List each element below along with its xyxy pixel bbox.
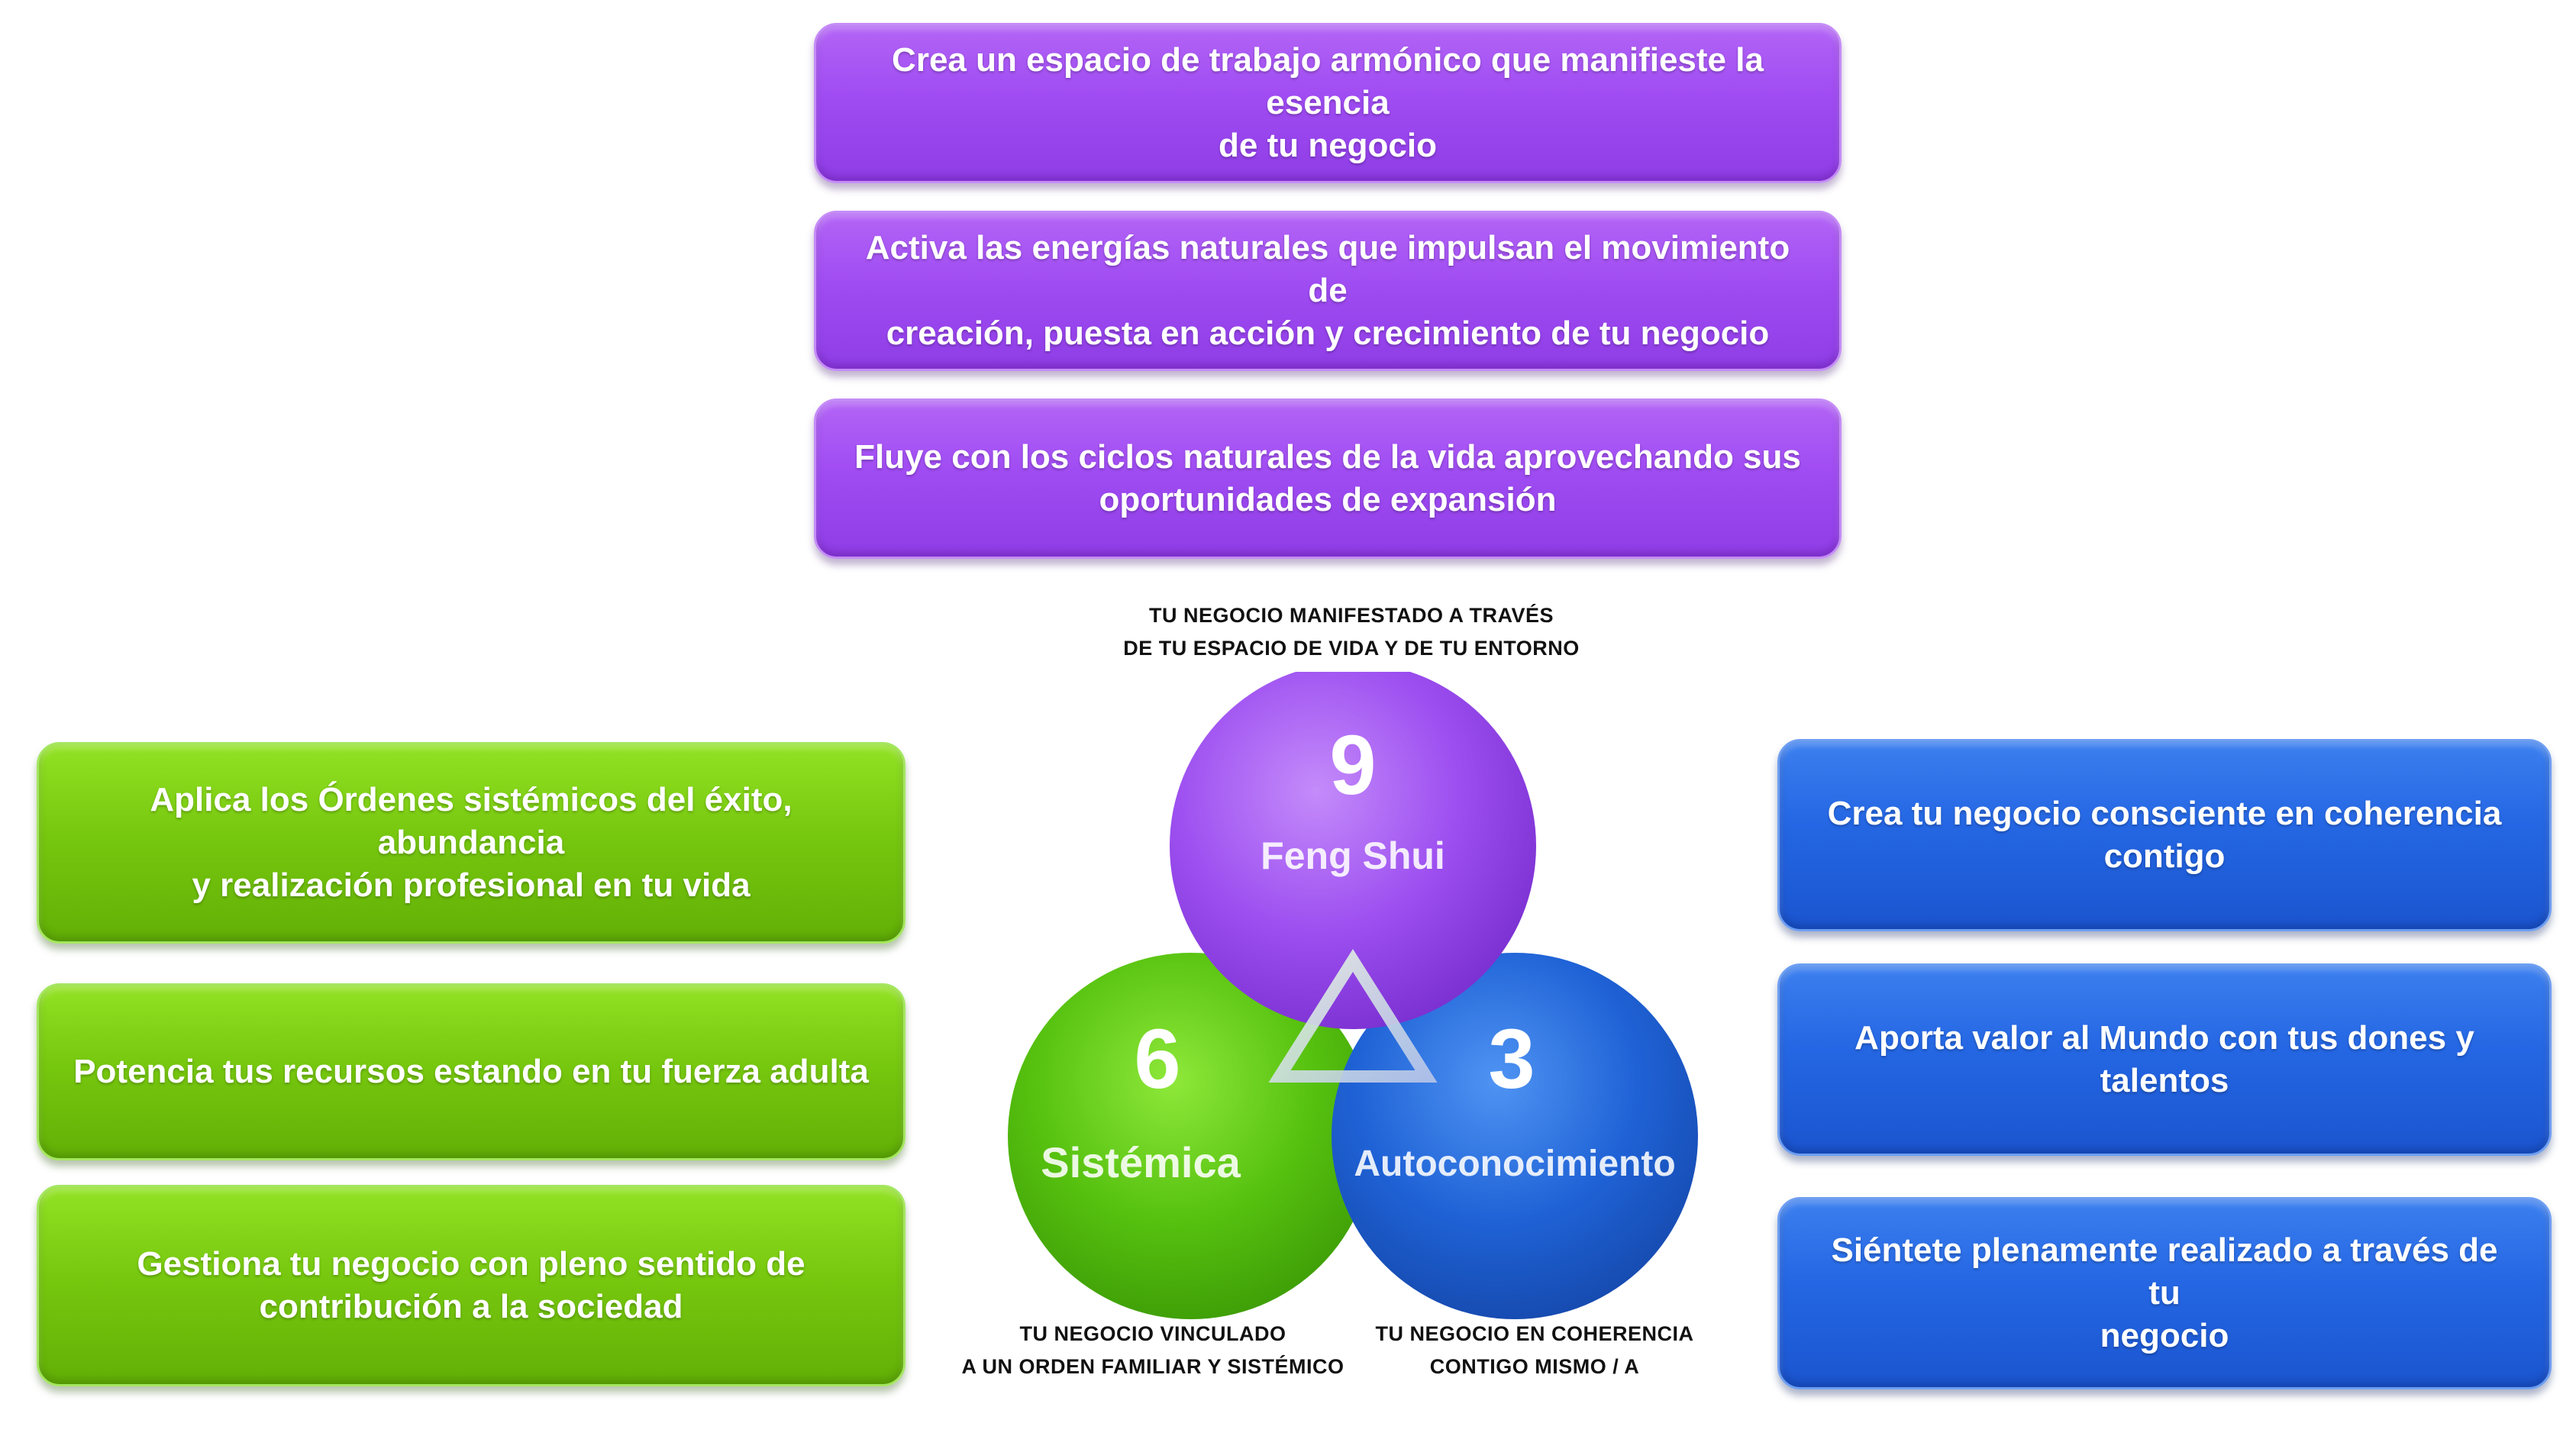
top-box-2-line2: creación, puesta en acción y crecimiento…	[886, 315, 1770, 353]
circle-sistemica	[1008, 953, 1374, 1319]
sistemica-number: 6	[1134, 1012, 1180, 1106]
right-box-3-line1: Siéntete plenamente realizado a través d…	[1831, 1231, 2498, 1312]
autoconocimiento-number: 3	[1488, 1012, 1535, 1106]
left-box-2: Potencia tus recursos estando en tu fuer…	[37, 983, 905, 1160]
feng-shui-label: Feng Shui	[1261, 834, 1445, 877]
right-box-1-line1: Crea tu negocio consciente en coherencia	[1827, 794, 2502, 832]
top-box-1-line2: de tu negocio	[1219, 127, 1437, 165]
caption-autoconocimiento-line1: TU NEGOCIO EN COHERENCIA	[1375, 1322, 1694, 1345]
right-box-1-line2: contigo	[2103, 837, 2226, 875]
caption-autoconocimiento-line2: CONTIGO MISMO / A	[1429, 1355, 1640, 1379]
left-box-3-line1: Gestiona tu negocio con pleno sentido de	[137, 1244, 805, 1283]
right-box-1: Crea tu negocio consciente en coherencia…	[1777, 739, 2552, 931]
caption-autoconocimiento: TU NEGOCIO EN COHERENCIA CONTIGO MISMO /…	[1351, 1318, 1718, 1383]
triangle-outline-icon	[1268, 949, 1438, 1083]
top-box-1-line1: Crea un espacio de trabajo armónico que …	[892, 40, 1764, 121]
right-box-2-line2: talentos	[2100, 1062, 2229, 1099]
top-box-3-line1: Fluye con los ciclos naturales de la vid…	[854, 437, 1801, 476]
circle-feng-shui	[1170, 672, 1536, 1029]
left-box-1: Aplica los Órdenes sistémicos del éxito,…	[37, 742, 905, 944]
right-box-2-line1: Aporta valor al Mundo con tus dones y	[1855, 1018, 2474, 1057]
top-box-2-line1: Activa las energías naturales que impuls…	[865, 228, 1790, 309]
sistemica-label: Sistémica	[1041, 1138, 1241, 1186]
caption-sistemica-line1: TU NEGOCIO VINCULADO	[1019, 1322, 1286, 1345]
top-box-2: Activa las energías naturales que impuls…	[814, 211, 1842, 371]
left-box-1-line1: Aplica los Órdenes sistémicos del éxito,…	[150, 780, 792, 861]
left-box-2-line1: Potencia tus recursos estando en tu fuer…	[73, 1052, 869, 1090]
top-box-3-line2: oportunidades de expansión	[1099, 481, 1557, 518]
right-box-3: Siéntete plenamente realizado a través d…	[1777, 1197, 2552, 1389]
top-box-3: Fluye con los ciclos naturales de la vid…	[814, 399, 1842, 559]
caption-sistemica-line2: A UN ORDEN FAMILIAR Y SISTÉMICO	[961, 1355, 1344, 1379]
left-box-3-line2: contribución a la sociedad	[259, 1288, 683, 1325]
caption-sistemica: TU NEGOCIO VINCULADO A UN ORDEN FAMILIAR…	[939, 1318, 1367, 1383]
caption-feng-shui: TU NEGOCIO MANIFESTADO A TRAVÉS DE TU ES…	[1099, 599, 1603, 665]
right-box-3-line2: negocio	[2100, 1317, 2229, 1355]
autoconocimiento-label: Autoconocimiento	[1354, 1144, 1675, 1184]
left-box-3: Gestiona tu negocio con pleno sentido de…	[37, 1185, 905, 1386]
right-box-2: Aporta valor al Mundo con tus dones y ta…	[1777, 963, 2552, 1156]
top-box-1: Crea un espacio de trabajo armónico que …	[814, 23, 1842, 183]
caption-feng-shui-line1: TU NEGOCIO MANIFESTADO A TRAVÉS	[1148, 604, 1554, 627]
feng-shui-number: 9	[1329, 718, 1376, 812]
caption-feng-shui-line2: DE TU ESPACIO DE VIDA Y DE TU ENTORNO	[1123, 637, 1580, 660]
left-box-1-line2: y realización profesional en tu vida	[192, 866, 751, 905]
circle-autoconocimiento	[1332, 953, 1698, 1319]
venn-diagram: 9 Feng Shui 6 Sistémica 3 Autoconocimien…	[1008, 672, 1698, 1319]
